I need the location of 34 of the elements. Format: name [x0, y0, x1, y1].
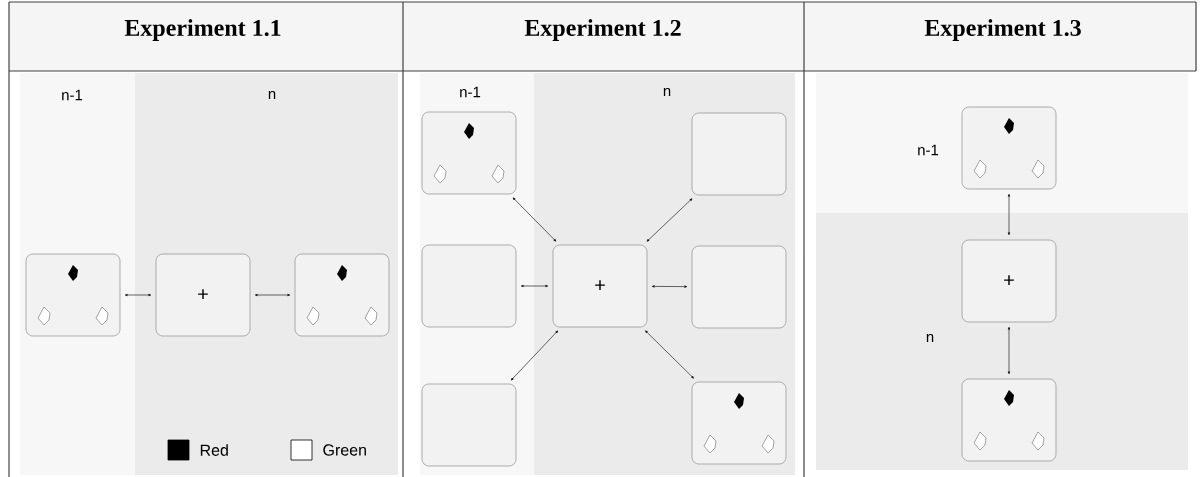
stimulus-screen — [294, 253, 390, 337]
double-arrow — [124, 293, 152, 297]
trial-label: n-1 — [918, 144, 939, 156]
stimulus-screen — [421, 111, 517, 195]
blank-screen — [421, 244, 517, 328]
legend-label: Red — [200, 444, 228, 456]
double-arrow — [512, 197, 557, 242]
column-header: Experiment 1.3 — [924, 19, 1081, 41]
stimulus-screen — [691, 381, 787, 465]
double-arrow — [646, 198, 693, 242]
double-arrow — [645, 330, 694, 379]
blank-screen — [691, 112, 787, 196]
double-arrow — [520, 284, 549, 288]
double-arrow — [1007, 193, 1011, 236]
legend-label: Green — [323, 444, 366, 456]
trial-label: n — [268, 91, 276, 100]
fixation-screen: + — [552, 244, 648, 328]
stimulus-screen — [25, 253, 121, 337]
fixation-screen: + — [155, 253, 251, 337]
double-arrow — [254, 293, 291, 297]
fixation-screen: + — [961, 239, 1057, 323]
trial-label: n — [926, 334, 934, 343]
trial-label: n-1 — [460, 86, 481, 98]
column-header: Experiment 1.1 — [124, 19, 281, 41]
stimulus-screen — [961, 378, 1057, 462]
trial-label: n-1 — [62, 89, 83, 101]
column-header: Experiment 1.2 — [524, 19, 681, 41]
double-arrow — [1007, 326, 1011, 375]
blank-screen — [691, 245, 787, 329]
double-arrow — [510, 330, 558, 381]
trial-label: n — [663, 88, 671, 97]
stimulus-screen — [961, 106, 1057, 190]
double-arrow — [651, 285, 688, 288]
blank-screen — [421, 383, 517, 467]
